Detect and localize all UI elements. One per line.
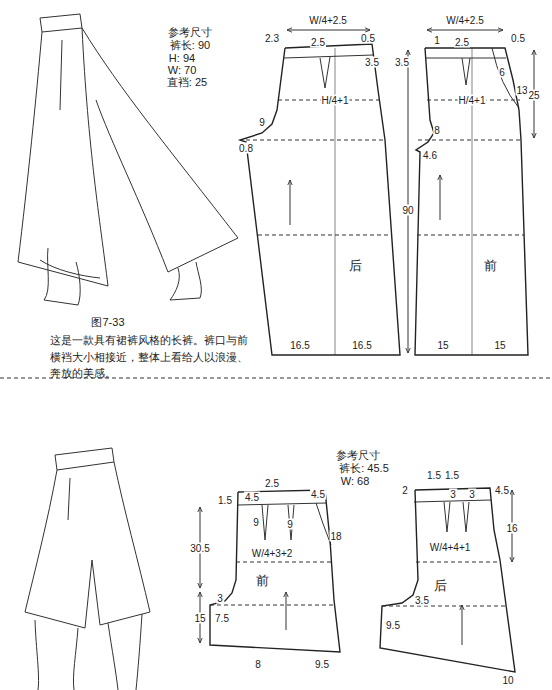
reference-size: 参考尺寸 xyxy=(167,26,213,38)
dimension-label: 15 xyxy=(436,340,449,351)
dimension-label: 2.5 xyxy=(310,37,326,48)
dimension-label: 2.3 xyxy=(264,33,280,44)
dimension-label: 6 xyxy=(498,67,506,78)
dimension-label: 16 xyxy=(505,523,518,534)
dimension-label: 7.5 xyxy=(214,613,230,624)
piece-outline xyxy=(205,486,345,656)
dimension-label: 16.5 xyxy=(289,340,310,351)
pattern-piece: 后 xyxy=(375,484,520,676)
pattern-piece: 后 xyxy=(236,40,406,360)
reference-size: 直裆: 25 xyxy=(166,76,208,88)
dimension-label: 9 xyxy=(258,117,266,128)
dimension-label: 4.5 xyxy=(494,485,510,496)
piece-outline xyxy=(375,484,520,676)
piece-outline xyxy=(236,40,406,360)
dimension-label: 2.5 xyxy=(454,37,470,48)
dimension-label: 1.5 xyxy=(444,470,460,481)
dimension-label: 3.5 xyxy=(394,57,410,68)
dimension-label: 9.5 xyxy=(314,659,330,670)
reference-size: 裤长: 90 xyxy=(169,39,211,51)
piece-outline-path xyxy=(210,490,340,652)
dimension-label: 0.5 xyxy=(360,33,376,44)
dimension-label: 3 xyxy=(449,489,457,500)
dimension-label: 3.5 xyxy=(364,57,380,68)
dimension-label: 15 xyxy=(193,613,206,624)
dimension-label: 1.5 xyxy=(217,495,233,506)
dimension-label: W/4+2.5 xyxy=(308,15,348,26)
dimension-label: 9 xyxy=(252,517,260,528)
dimension-label: 8 xyxy=(254,659,262,670)
dimension-label: W/4+4+1 xyxy=(429,542,472,553)
dimension-label: W/4+3+2 xyxy=(251,548,294,559)
dimension-label: 2.5 xyxy=(264,478,280,489)
reference-size: H: 94 xyxy=(168,52,196,64)
dimension-label: 4.5 xyxy=(310,489,326,500)
dimension-label: 4.6 xyxy=(422,150,438,161)
dimension-label: 90 xyxy=(401,205,414,216)
dimension-label: 0.8 xyxy=(238,143,254,154)
figure-number: 图7-33 xyxy=(90,316,125,328)
piece-outline-path xyxy=(240,44,400,355)
piece-name: 后 xyxy=(348,259,363,272)
reference-size: 裤长: 45.5 xyxy=(338,462,390,474)
reference-size: W: 68 xyxy=(340,475,371,487)
dimension-label: 1 xyxy=(433,35,441,46)
dimension-label: 9 xyxy=(286,519,294,530)
reference-size: 参考尺寸 xyxy=(335,449,381,461)
reference-size: W: 70 xyxy=(167,64,198,76)
dimension-label: 0.5 xyxy=(510,33,526,44)
piece-outline-path xyxy=(380,488,515,672)
pattern-piece: 前 xyxy=(205,486,345,656)
piece-outline-path xyxy=(415,48,528,355)
dimension-label: 8 xyxy=(433,125,441,136)
dimension-label: 3.5 xyxy=(414,595,430,606)
dimension-label: 4.5 xyxy=(244,492,260,503)
piece-name: 前 xyxy=(483,259,498,272)
piece-name: 后 xyxy=(433,579,448,592)
dimension-label: W/4+2.5 xyxy=(445,15,485,26)
dimension-label: 3 xyxy=(216,593,224,604)
dimension-label: 15 xyxy=(493,340,506,351)
piece-name: 前 xyxy=(255,574,270,587)
dimension-label: 9.5 xyxy=(385,620,401,631)
dimension-label: 3 xyxy=(468,489,476,500)
dimension-label: H/4+1 xyxy=(458,95,487,106)
dimension-label: 10 xyxy=(501,675,514,686)
caption: 这是一款具有裙裤风格的长裤。裤口与前横裆大小相接近，整体上看给人以浪漫、奔放的美… xyxy=(50,332,255,382)
dimension-label: 16.5 xyxy=(351,340,372,351)
dimension-label: 18 xyxy=(329,531,342,542)
dimension-label: 25 xyxy=(527,90,540,101)
dimension-label: 2 xyxy=(401,485,409,496)
dimension-label: H/4+1 xyxy=(321,95,350,106)
dimension-label: 30.5 xyxy=(189,543,210,554)
dimension-label: 1.5 xyxy=(426,470,442,481)
